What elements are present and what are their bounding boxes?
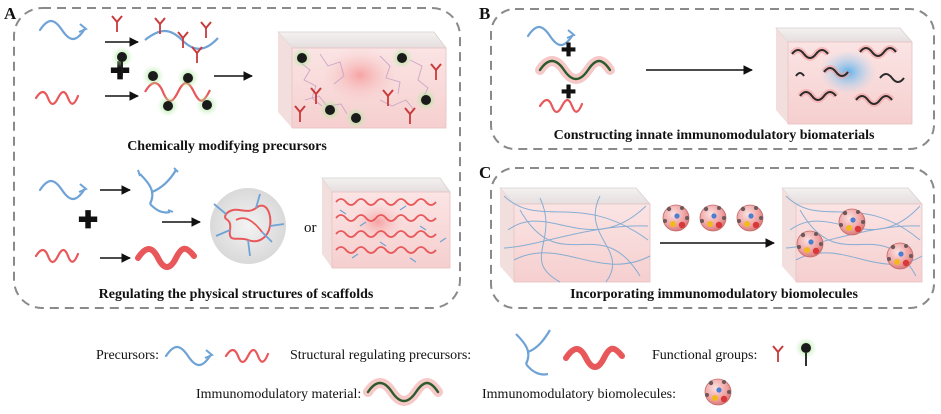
c-biomolecule-2	[699, 204, 727, 232]
a-plus-2: ✚	[78, 208, 98, 234]
legend-precursor-red	[224, 348, 270, 364]
panel-b-frame	[490, 8, 935, 150]
a-structural-blue-branch	[137, 167, 179, 214]
panel-c-letter: C	[479, 163, 491, 182]
b-immunomodulatory-material	[535, 56, 615, 84]
b-caption: Constructing innate immunomodulatory bio…	[554, 128, 875, 143]
c-biomolecule-1	[662, 204, 690, 232]
b-hydrogel-block	[775, 27, 913, 125]
legend-precursor-blue	[164, 345, 214, 367]
legend-biomolecules-label: Immunomodulatory biomolecules:	[482, 387, 676, 402]
panel-b-letter: B	[479, 4, 490, 23]
legend-functional-y-icon	[772, 345, 784, 363]
panel-b: B ✚ ✚	[479, 4, 935, 150]
panel-a-letter: A	[4, 4, 17, 23]
a-caption-top: Chemically modifying precursors	[127, 139, 327, 154]
a-top-green-group	[111, 46, 133, 76]
legend-functional-label: Functional groups:	[652, 348, 757, 363]
legend-material-label: Immunomodulatory material:	[196, 387, 361, 402]
legend-structural-blue-branch	[515, 329, 551, 376]
b-plus-1: ✚	[561, 40, 576, 60]
panel-a-frame	[13, 7, 461, 309]
a-top-functional-y	[111, 15, 123, 33]
a-bottom-precursor-blue	[38, 179, 88, 201]
c-biomolecule-3	[736, 204, 764, 232]
c-loaded-hydrogel-block	[781, 187, 923, 283]
a-micelle-particle	[210, 188, 286, 264]
legend-precursors-label: Precursors:	[96, 348, 159, 363]
a-top-precursor-red	[34, 90, 80, 106]
a-bottom-precursor-red	[34, 248, 80, 264]
a-or-word: or	[304, 220, 317, 236]
panel-c-frame	[490, 167, 935, 309]
a-top-precursor-blue	[38, 19, 88, 41]
a-modified-red-strand	[142, 65, 218, 117]
legend-functional-green-icon	[795, 337, 817, 366]
panel-c: C	[479, 163, 935, 309]
a-structural-red-thick	[135, 245, 197, 270]
a-top-hydrogel-block	[277, 31, 447, 129]
legend-biomolecule-icon	[704, 378, 732, 406]
panel-a: A ✚	[4, 4, 461, 309]
a-caption-bottom: Regulating the physical structures of sc…	[99, 287, 374, 302]
legend-structural-red-thick	[563, 345, 625, 370]
legend-structural-label: Structural regulating precursors:	[290, 348, 471, 363]
a-bottom-hydrogel-block	[321, 177, 451, 269]
c-caption: Incorporating immunomodulatory biomolecu…	[570, 287, 858, 302]
legend-material-strand	[363, 378, 443, 406]
a-modified-blue-strand	[144, 17, 219, 64]
legend: Precursors: Structural regulating precur…	[96, 329, 817, 406]
b-plus-2: ✚	[561, 82, 576, 102]
c-fiber-hydrogel-block	[499, 187, 651, 283]
